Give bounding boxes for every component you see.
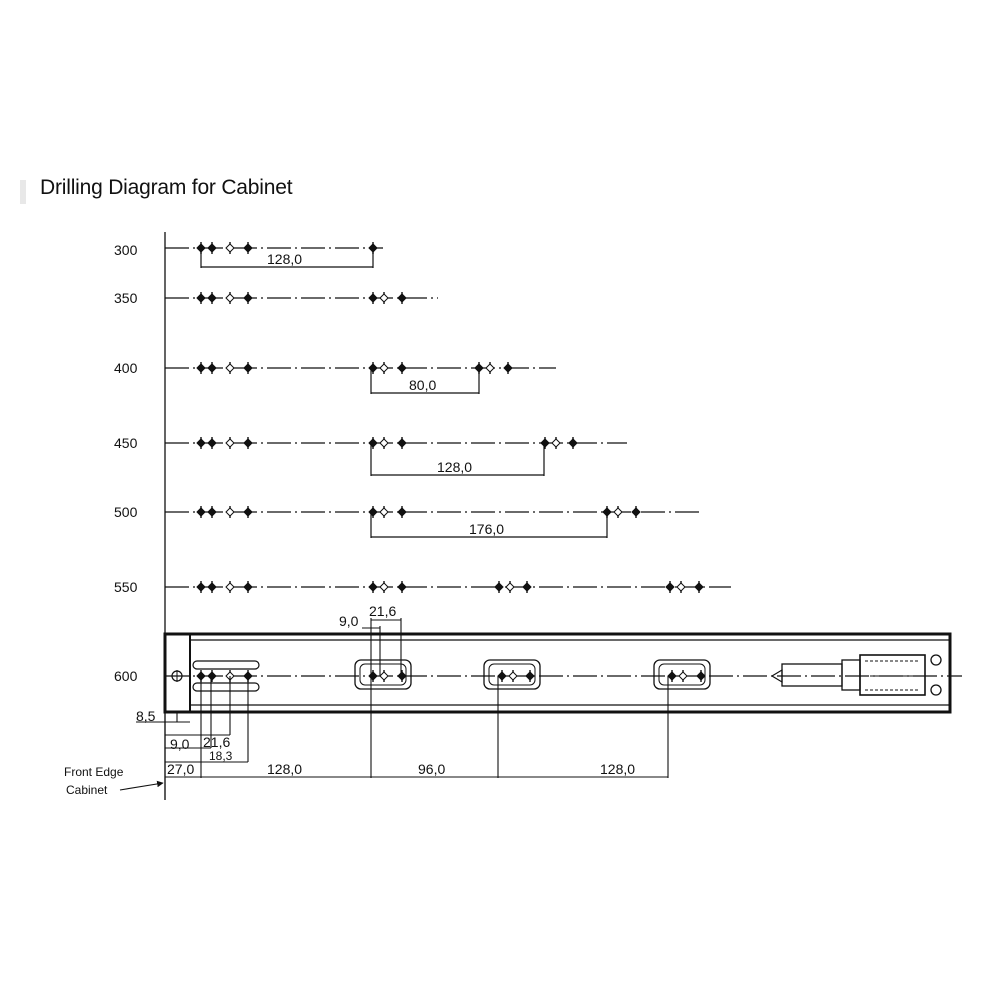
drill-hole-mark <box>397 362 407 374</box>
dim-18-3: 18,3 <box>209 749 233 763</box>
drill-hole-mark <box>196 437 206 449</box>
row-labels: 300 350 400 450 500 550 600 <box>114 242 138 684</box>
drill-hole-mark <box>368 362 378 374</box>
row-dimensions <box>200 248 608 538</box>
offset-dim: 8,5 <box>136 708 156 724</box>
title-marker <box>20 180 26 204</box>
drill-hole-mark <box>676 581 686 593</box>
drill-hole-mark <box>379 581 389 593</box>
row-label-600: 600 <box>114 668 138 684</box>
drill-hole-mark <box>568 437 578 449</box>
drill-hole-mark <box>368 292 378 304</box>
drill-hole-mark <box>243 437 253 449</box>
drill-hole-mark <box>207 437 217 449</box>
drill-hole-mark <box>540 437 550 449</box>
drill-hole-mark <box>225 242 235 254</box>
drill-hole-mark <box>397 437 407 449</box>
drill-hole-mark <box>243 292 253 304</box>
drill-hole-mark <box>207 292 217 304</box>
dim-500-label: 176,0 <box>469 521 504 537</box>
dim-21-6: 21,6 <box>203 734 230 750</box>
drill-hole-mark <box>397 292 407 304</box>
drill-hole-mark <box>696 670 706 682</box>
drill-hole-mark <box>196 362 206 374</box>
drill-hole-mark <box>665 581 675 593</box>
drill-hole-mark <box>613 506 623 518</box>
drill-hole-mark <box>497 670 507 682</box>
spacing-128-a: 128,0 <box>267 761 302 777</box>
row-label-400: 400 <box>114 360 138 376</box>
top-dim-b: 21,6 <box>369 603 396 619</box>
spacing-128-b: 128,0 <box>600 761 635 777</box>
drill-hole-mark <box>397 670 407 682</box>
dim-27: 27,0 <box>167 761 194 777</box>
drill-hole-mark <box>667 670 677 682</box>
drill-hole-mark <box>196 292 206 304</box>
drill-hole-mark <box>225 506 235 518</box>
drill-hole-mark <box>694 581 704 593</box>
drill-hole-mark <box>503 362 513 374</box>
drill-hole-mark <box>225 292 235 304</box>
drill-hole-mark <box>485 362 495 374</box>
drill-hole-mark <box>494 581 504 593</box>
drill-hole-mark <box>207 506 217 518</box>
drill-hole-mark <box>243 362 253 374</box>
spacing-96: 96,0 <box>418 761 445 777</box>
drill-hole-mark <box>225 581 235 593</box>
bottom-dimensions <box>119 676 669 800</box>
drill-hole-mark <box>678 670 688 682</box>
top-dim-a: 9,0 <box>339 613 359 629</box>
row-label-300: 300 <box>114 242 138 258</box>
slide-rail <box>163 632 952 714</box>
row-label-450: 450 <box>114 435 138 451</box>
drill-hole-mark <box>368 437 378 449</box>
drill-hole-mark <box>551 437 561 449</box>
row-label-500: 500 <box>114 504 138 520</box>
drill-hole-mark <box>505 581 515 593</box>
row-label-350: 350 <box>114 290 138 306</box>
diagram-title: Drilling Diagram for Cabinet <box>40 176 293 199</box>
dim-400-label: 80,0 <box>409 377 436 393</box>
drill-hole-mark <box>508 670 518 682</box>
drill-hole-mark <box>243 581 253 593</box>
drill-hole-mark <box>368 581 378 593</box>
drill-hole-mark <box>207 362 217 374</box>
drill-hole-mark <box>207 242 217 254</box>
drill-hole-mark <box>379 292 389 304</box>
drill-hole-mark <box>243 242 253 254</box>
drill-hole-mark <box>225 437 235 449</box>
dim-450-label: 128,0 <box>437 459 472 475</box>
front-edge-label-line1: Front Edge <box>64 765 124 779</box>
drill-hole-mark <box>196 506 206 518</box>
drill-hole-mark <box>522 581 532 593</box>
row-label-550: 550 <box>114 579 138 595</box>
drill-hole-mark <box>207 670 217 682</box>
drill-hole-mark <box>368 670 378 682</box>
dim-300-label: 128,0 <box>267 251 302 267</box>
drill-hole-mark <box>525 670 535 682</box>
drill-hole-mark <box>379 362 389 374</box>
drill-hole-mark <box>243 506 253 518</box>
drill-hole-mark <box>368 506 378 518</box>
drill-hole-mark <box>379 506 389 518</box>
drill-hole-mark <box>397 581 407 593</box>
center-lines <box>165 247 962 677</box>
front-edge-label-line2: Cabinet <box>66 783 108 797</box>
top-dimensions <box>362 618 402 676</box>
dim-9: 9,0 <box>170 736 190 752</box>
drill-hole-mark <box>379 437 389 449</box>
drill-hole-mark <box>207 581 217 593</box>
drill-hole-mark <box>631 506 641 518</box>
drill-hole-mark <box>196 581 206 593</box>
drill-hole-mark <box>225 362 235 374</box>
drill-hole-mark <box>397 506 407 518</box>
drill-hole-mark <box>379 670 389 682</box>
